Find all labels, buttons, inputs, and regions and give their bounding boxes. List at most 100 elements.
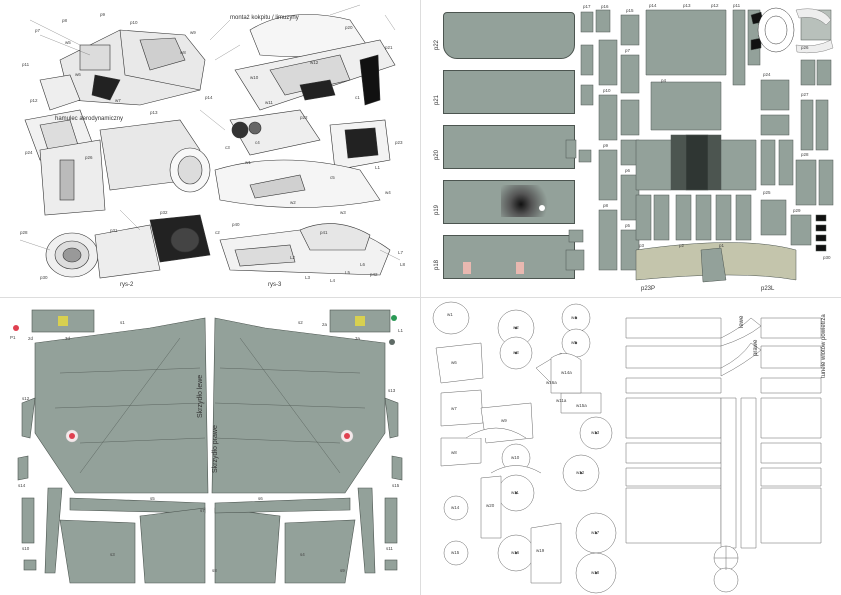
part-label: w14: [451, 505, 460, 510]
sheet-divider-vertical: [420, 0, 421, 595]
panel-label-p23L: p23L: [761, 286, 775, 292]
diagram-label-rys-3: rys-3: [268, 282, 282, 288]
part-label: w3: [340, 210, 346, 215]
part-label: p6: [625, 168, 631, 173]
part-label: s8: [212, 568, 217, 573]
roundel-right: [340, 429, 354, 443]
part-label: 3a: [355, 336, 361, 341]
part-label: p8: [62, 18, 68, 23]
part-label: s3: [110, 552, 115, 557]
part-label: c3: [225, 145, 230, 150]
part-label: p32: [160, 210, 168, 215]
part-label: P1: [10, 335, 16, 340]
diagram-label-cockpit-assembly: montaż kokpitu / limuzyny: [230, 15, 299, 21]
part-label: w20: [486, 503, 495, 508]
part-label: p11: [22, 62, 30, 67]
part-label: p40: [232, 222, 240, 227]
part-label: w2: [290, 200, 296, 205]
panel-p22: [443, 12, 575, 59]
part-label: w8: [451, 450, 457, 455]
panel-p21: [443, 70, 575, 114]
part-label: w12: [310, 60, 319, 65]
part-label: p2: [679, 243, 685, 248]
small-parts-drawing: [565, 7, 834, 283]
panel-label-p23P: p23P: [641, 286, 656, 292]
part-label: p12: [30, 98, 38, 103]
heading-left: lewe: [739, 315, 745, 328]
part-label: w6: [75, 72, 81, 77]
part-label: p21: [385, 45, 393, 50]
part-label: p14: [205, 95, 213, 100]
part-label: L1: [398, 328, 404, 333]
red-mark: [463, 262, 471, 274]
part-label: p23: [395, 140, 403, 145]
part-label: s13: [388, 388, 396, 393]
part-label: p5: [625, 223, 631, 228]
part-label: w7: [115, 98, 121, 103]
part-label: w4: [385, 190, 391, 195]
part-label: p30: [40, 275, 48, 280]
part-label: p26: [85, 155, 93, 160]
part-label: p11: [733, 3, 741, 8]
part-label: p24: [25, 150, 33, 155]
red-mark: [516, 262, 524, 274]
part-label: w8: [180, 50, 186, 55]
part-label: p16: [601, 4, 609, 9]
part-label: w10: [511, 455, 520, 460]
part-label: L2: [290, 255, 296, 260]
part-label: w5: [571, 340, 577, 345]
part-label: w15: [451, 550, 460, 555]
part-label: w18: [591, 570, 600, 575]
part-label: w7: [451, 406, 457, 411]
part-label: s1: [120, 320, 125, 325]
part-label: w5: [65, 40, 71, 45]
part-label: s4: [300, 552, 305, 557]
part-label: w3: [513, 350, 519, 355]
part-label: p17: [583, 4, 591, 9]
part-label: c4: [255, 140, 260, 145]
part-label: 3d: [65, 336, 71, 341]
heading-right: prawe: [753, 339, 759, 356]
part-label: p4: [661, 78, 667, 83]
part-label: p28: [20, 230, 28, 235]
part-label: p25: [763, 190, 771, 195]
part-label: p30: [823, 255, 831, 260]
part-label: 2a: [322, 322, 328, 327]
part-label: w11a: [556, 398, 567, 403]
part-label: p24: [763, 72, 771, 77]
part-label: p8: [603, 203, 609, 208]
part-label: s2: [298, 320, 303, 325]
wing-label-left: Skrzydło lewe: [197, 374, 204, 418]
part-label: p13: [150, 110, 158, 115]
part-label: p9: [100, 12, 106, 17]
part-label: L5: [345, 270, 351, 275]
part-label: L7: [398, 250, 404, 255]
part-label: p27: [801, 92, 809, 97]
part-label: c1: [355, 95, 360, 100]
part-label: s6: [258, 496, 263, 501]
part-label: w15a: [576, 403, 587, 408]
wing-parts-drawing: [13, 309, 403, 584]
part-label: p10: [130, 20, 138, 25]
assembly-drawing: [19, 4, 401, 279]
part-label: w17: [591, 530, 600, 535]
part-label: p15: [626, 8, 634, 13]
part-label: w1: [447, 312, 453, 317]
part-label: w16a: [546, 380, 557, 385]
part-label: p22: [300, 115, 308, 120]
sheet-intake-tunnels: tunele wlotów powietrza lewe prawe w1 w2…: [421, 298, 841, 595]
part-label: p29: [793, 208, 801, 213]
heading-intake-tunnels: tunele wlotów powietrza: [821, 314, 827, 378]
part-label: p9: [603, 143, 609, 148]
part-label: w2: [513, 325, 519, 330]
diagram-label-rys-2: rys-2: [120, 282, 134, 288]
part-label: p1: [719, 243, 725, 248]
part-label: c5: [330, 175, 335, 180]
part-label: s15: [392, 483, 400, 488]
part-label: L8: [400, 262, 406, 267]
part-label: w6: [451, 360, 457, 365]
part-label: w9: [501, 418, 507, 423]
part-label: L4: [330, 278, 336, 283]
part-label: p41: [320, 230, 328, 235]
sheet-wings: Skrzydło lewe Skrzydło prawe s1 s2 s3 s4…: [0, 298, 420, 595]
